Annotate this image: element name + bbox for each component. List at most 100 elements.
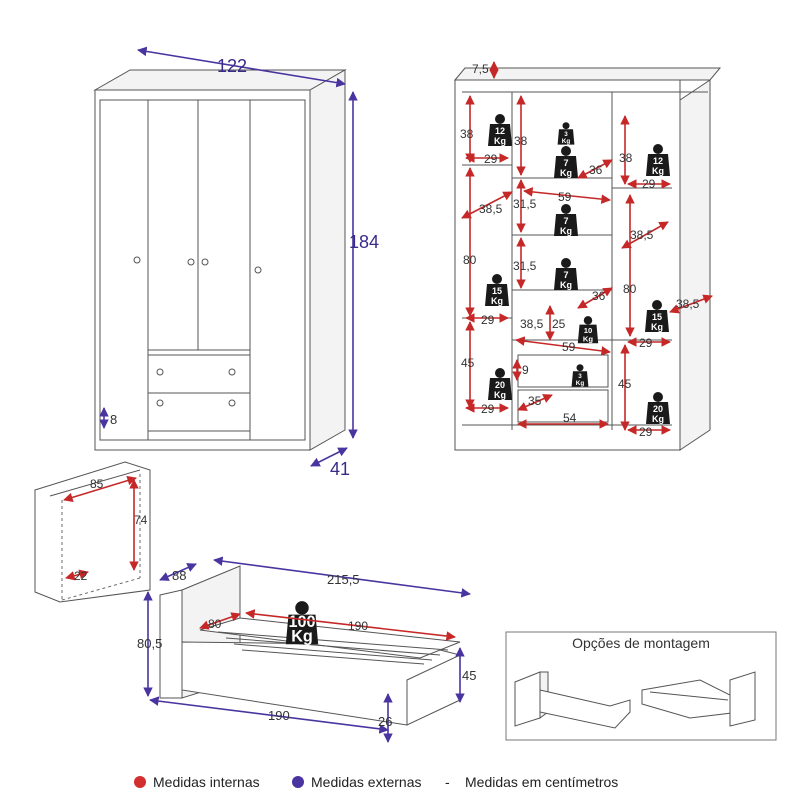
svg-text:20: 20 (495, 380, 505, 390)
right-outer-depth: 38,5 (676, 297, 700, 311)
dim-line (199, 612, 241, 630)
door-knob (187, 258, 195, 266)
center-top-depth: 36 (589, 163, 603, 177)
weight-icon: 20 Kg (646, 392, 670, 424)
svg-text:10: 10 (584, 326, 593, 335)
svg-text:20: 20 (653, 404, 663, 414)
drawer-knob (228, 368, 236, 376)
dim-line (213, 556, 471, 598)
dim-line (245, 609, 456, 641)
bed: 100 Kg 88 215,5 80 190 80,5 45 190 26 (137, 556, 476, 743)
wardrobe-door-1 (99, 99, 149, 441)
top-gap: 7,5 (472, 62, 489, 76)
weight-icon: 15 Kg (485, 274, 509, 306)
headboard-height: 74 (134, 513, 148, 527)
svg-text:12: 12 (653, 156, 663, 166)
weight-icon: 20 Kg (488, 368, 512, 400)
left-low-width: 29 (481, 402, 495, 416)
dim-line (65, 569, 89, 581)
svg-text:Kg: Kg (576, 380, 585, 387)
wardrobe-dimensions: 122 184 41 8 (99, 46, 379, 479)
door-knob (133, 256, 141, 264)
dim-line (159, 563, 197, 581)
bed-inner-width: 80 (208, 617, 222, 631)
center-lower-depth: 38,5 (520, 317, 544, 331)
bed-inner-length: 190 (348, 619, 368, 633)
legend-external: Medidas externas (311, 774, 422, 790)
bed-slat (233, 643, 433, 661)
weight-icon: 3 Kg (571, 364, 589, 387)
interior-drawer-1 (517, 354, 609, 388)
bed-total-length: 215,5 (327, 572, 360, 587)
center-shelf-1: 31,5 (513, 197, 537, 211)
wardrobe-drawer-2 (147, 392, 251, 432)
headboard-edge (61, 577, 141, 601)
bed-head-front (159, 589, 183, 699)
legend-units: Medidas em centímetros (465, 774, 618, 790)
left-low-height: 45 (461, 356, 475, 370)
wardrobe-exterior (93, 69, 347, 451)
svg-text:3: 3 (578, 373, 582, 380)
svg-text:7: 7 (563, 270, 568, 280)
svg-text:Kg: Kg (494, 390, 506, 400)
legend-separator: - (445, 774, 450, 790)
svg-text:Kg: Kg (651, 322, 663, 332)
wardrobe-side (309, 69, 346, 451)
svg-text:Kg: Kg (560, 168, 572, 178)
options-title: Opções de montagem (572, 635, 710, 651)
door-knob (254, 266, 262, 274)
wardrobe-width: 122 (217, 56, 247, 76)
legend-internal: Medidas internas (153, 774, 260, 790)
svg-text:Kg: Kg (652, 414, 664, 424)
left-top-height: 38 (460, 127, 474, 141)
weight-icon: 7 Kg (554, 146, 578, 178)
wardrobe-depth: 41 (330, 459, 350, 479)
center-width-2: 59 (562, 340, 576, 354)
drawer-knob (156, 368, 164, 376)
option-headboard-right (729, 671, 756, 727)
option-bed-left (539, 689, 631, 729)
right-mid-width: 29 (639, 336, 653, 350)
weight-icon: 100 Kg (285, 601, 319, 646)
svg-text:15: 15 (492, 286, 502, 296)
left-mid-depth: 38,5 (479, 202, 503, 216)
dim-line (669, 294, 713, 314)
weight-icon: 3 Kg (557, 122, 575, 145)
legend: Medidas internas Medidas externas - Medi… (134, 774, 618, 790)
drawer-depth: 35 (528, 394, 542, 408)
svg-text:15: 15 (652, 312, 662, 322)
bed-slat (241, 649, 425, 665)
dim-line (577, 159, 613, 179)
interior-dimensions: 7,5 38 29 12 Kg 38 3 Kg 7 Kg 36 38 12 Kg (460, 61, 713, 439)
weight-icon: 12 Kg (488, 114, 512, 146)
left-top-width: 29 (484, 152, 498, 166)
svg-text:7: 7 (563, 216, 568, 226)
bed-leg-height: 26 (378, 714, 392, 729)
bed-side-height: 45 (462, 668, 476, 683)
wardrobe-height: 184 (349, 232, 379, 252)
drawer-knob (156, 399, 164, 407)
right-top-height: 38 (619, 151, 633, 165)
bed-depth: 88 (172, 568, 186, 583)
left-mid-width: 29 (481, 313, 495, 327)
bed-slat (225, 637, 441, 656)
right-mid-height: 80 (623, 282, 637, 296)
external-legend-dot (292, 776, 304, 788)
right-low-height: 45 (618, 377, 632, 391)
svg-text:Kg: Kg (560, 226, 572, 236)
center-top-height: 38 (514, 134, 528, 148)
dim-line (515, 336, 611, 356)
internal-legend-dot (134, 776, 146, 788)
left-mid-height: 80 (463, 253, 477, 267)
center-shelf-2: 31,5 (513, 259, 537, 273)
svg-text:Kg: Kg (562, 138, 571, 145)
option-slat (649, 691, 729, 701)
svg-text:3: 3 (564, 131, 568, 138)
svg-text:12: 12 (495, 126, 505, 136)
svg-text:Kg: Kg (560, 280, 572, 290)
option-headboard-left (514, 671, 541, 727)
weight-icon: 15 Kg (645, 300, 669, 332)
dim-line (63, 475, 137, 503)
